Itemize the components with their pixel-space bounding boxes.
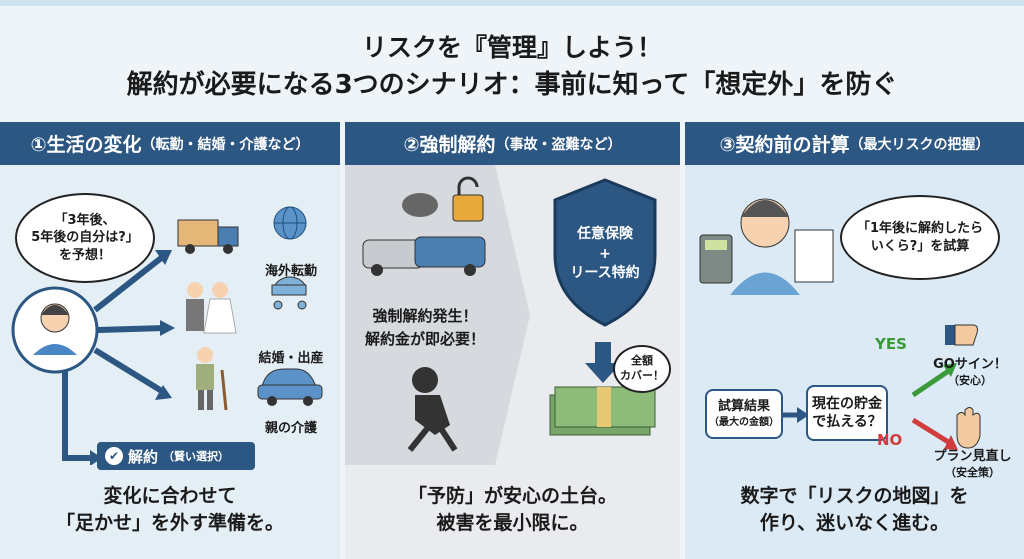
item-parent-care: 親の介護 <box>264 421 317 436</box>
panel-subheading: （最大リスクの把握） <box>849 136 990 153</box>
panel-heading: ①生活の変化 <box>30 134 142 156</box>
panel-header: ②強制解約（事故・盗難など） <box>345 122 680 165</box>
stop-hand-icon <box>956 407 981 449</box>
illustration <box>345 165 657 465</box>
panel-life-change: ①生活の変化（転勤・結婚・介護など） 「3年後、5年後の自分は?」を予想！ 海外… <box>0 122 340 559</box>
no-label: NO <box>877 431 903 449</box>
check-icon: ✔ <box>105 447 123 465</box>
go-sign-label: GOサイン！（安心） <box>933 357 1007 387</box>
panel-heading: ③契約前の計算 <box>719 134 850 156</box>
title-line-2: 解約が必要になる3つのシナリオ：事前に知って「想定外」を防ぐ <box>126 70 898 100</box>
couple-icon <box>186 282 237 334</box>
top-strip <box>0 0 1024 6</box>
money-stack-icon <box>549 386 656 436</box>
car-wheelchair-icon <box>257 368 323 406</box>
shield-icon <box>553 178 657 327</box>
panel-subheading: （事故・盗難など） <box>495 136 622 153</box>
thumbs-up-icon <box>945 324 978 346</box>
panel-pre-calc: ③契約前の計算（最大リスクの把握） 「1年後に解約したらいくら?」を試算 試算結… <box>685 122 1024 559</box>
item-marriage-birth: 結婚・出産 <box>258 351 324 366</box>
elderly-icon <box>196 347 228 411</box>
truck-icon <box>177 219 239 254</box>
shield-text: 任意保険+リース特約 <box>570 226 640 282</box>
cover-bubble: 全額カバー！ <box>613 345 671 393</box>
globe-icon <box>273 206 307 240</box>
title-line-1: リスクを『管理』しよう！ <box>361 33 662 62</box>
car-crash-icon <box>362 193 486 276</box>
panel-heading: ②強制解約 <box>403 134 496 156</box>
event-text: 強制解約発生！解約金が即必要！ <box>364 307 485 348</box>
review-plan-label: プラン見直し（安全策） <box>933 449 1012 479</box>
person-with-calculator-icon <box>699 198 834 295</box>
arrows-diagram <box>11 206 323 465</box>
illustration <box>699 198 981 450</box>
panel-subheading: （転勤・結婚・介護など） <box>141 136 310 153</box>
speech-bubble: 「1年後に解約したらいくら?」を試算 <box>840 195 1000 280</box>
panel-header: ①生活の変化（転勤・結婚・介護など） <box>0 122 340 165</box>
panel-caption: 数字で「リスクの地図」を作り、迷いなく進む。 <box>740 485 969 534</box>
lock-icon <box>452 176 484 222</box>
trial-result-box: 試算結果（最大の金額） <box>705 389 783 439</box>
speech-bubble: 「3年後、5年後の自分は?」を予想！ <box>15 193 155 283</box>
stroller-icon <box>271 276 307 310</box>
panel-header: ③契約前の計算（最大リスクの把握） <box>685 122 1024 165</box>
savings-check-box: 現在の貯金で払える？ <box>806 385 888 441</box>
panel-forced-cancel: ②強制解約（事故・盗難など） 任意保険+リース特約 全額カバー！ 強制解約発生！… <box>345 122 680 559</box>
thief-icon <box>407 367 458 452</box>
down-arrow-icon <box>585 342 621 383</box>
item-overseas-transfer: 海外転勤 <box>264 264 317 279</box>
panel-caption: 「予防」が安心の土台。被害を最小限に。 <box>407 485 617 534</box>
yes-label: YES <box>875 335 907 353</box>
cancel-badge: ✔ 解約（賢い選択） <box>97 442 255 470</box>
panel-caption: 変化に合わせて「足かせ」を外す準備を。 <box>55 485 284 534</box>
